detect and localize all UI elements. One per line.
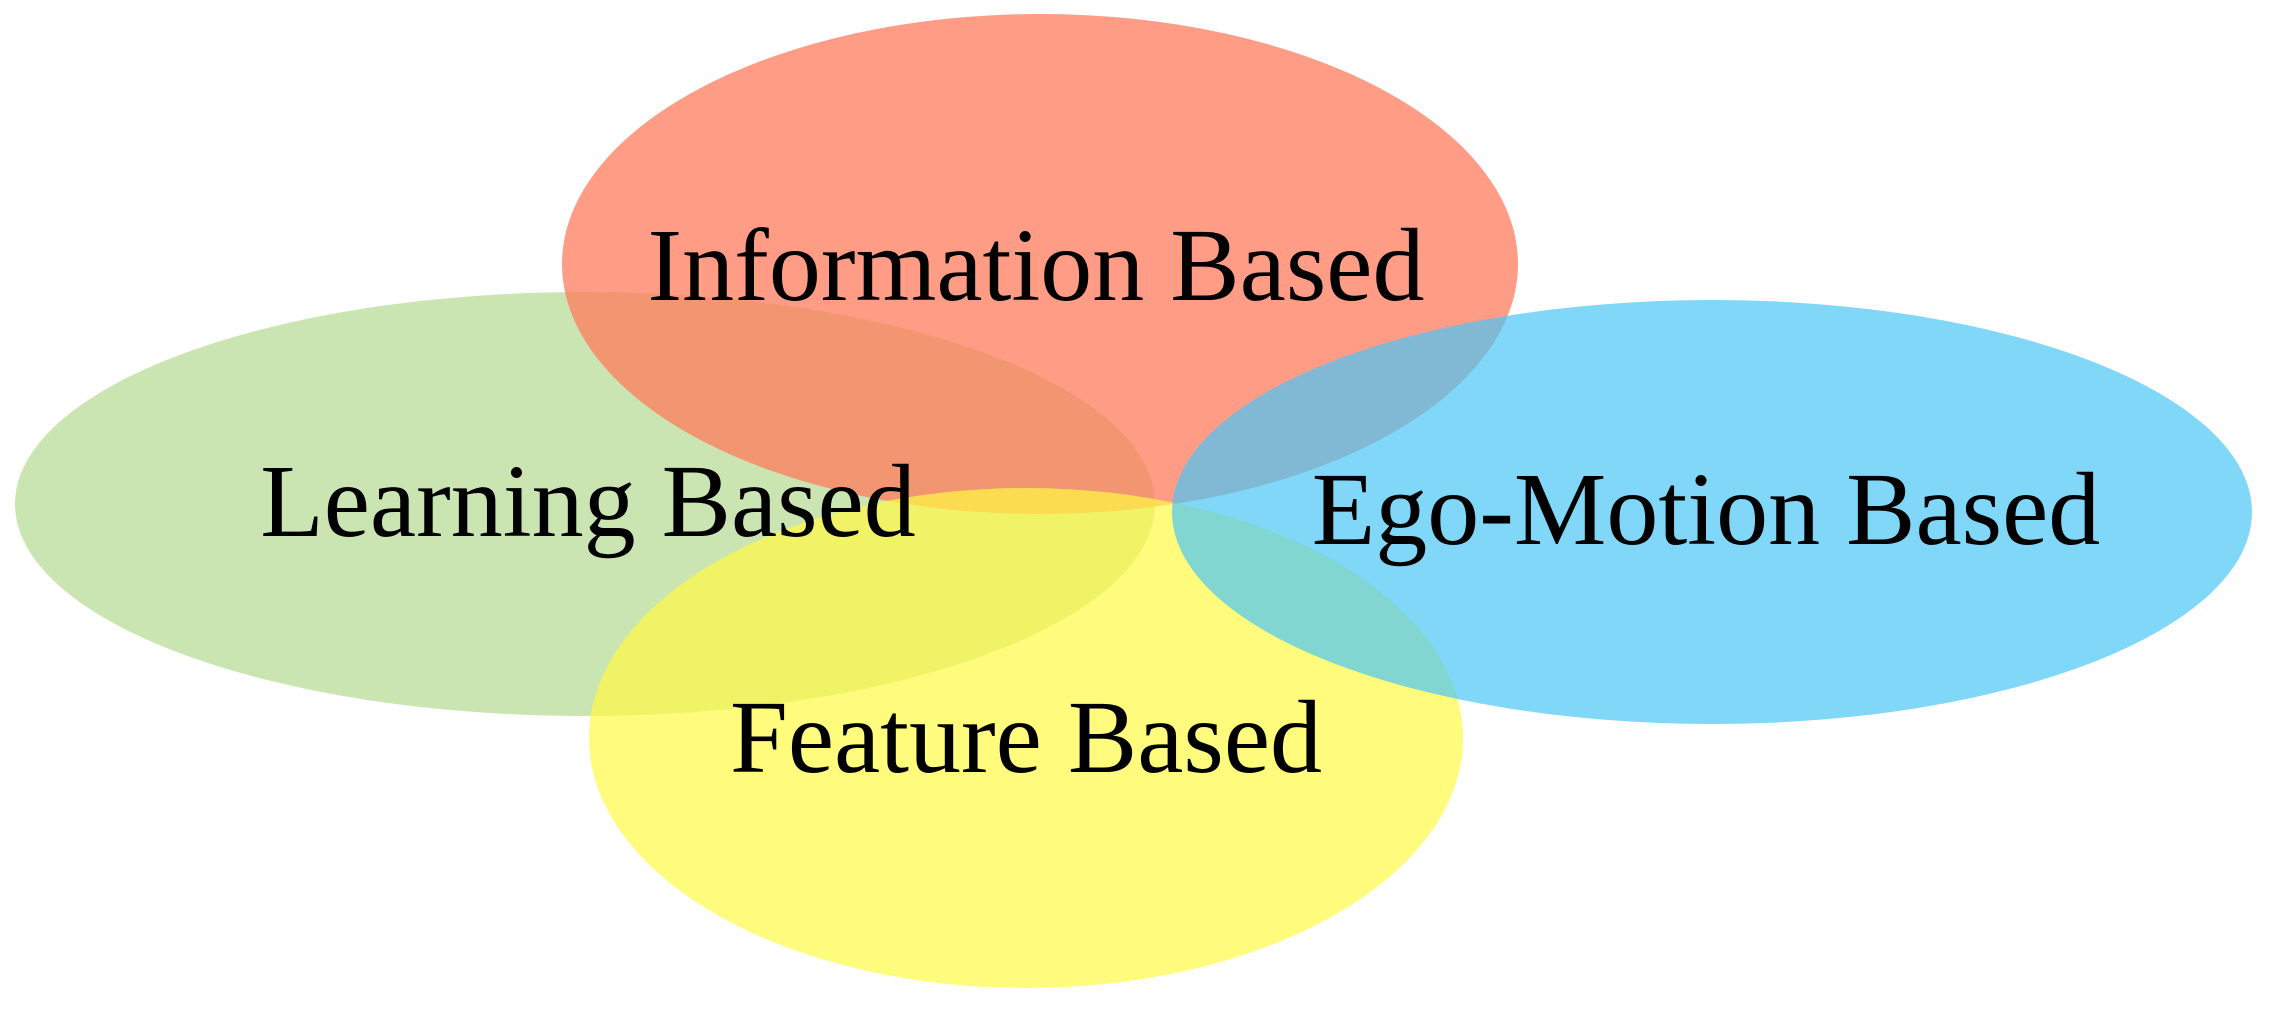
learning-label: Learning Based: [260, 444, 916, 559]
feature-label: Feature Based: [730, 680, 1322, 795]
ego-motion-ellipse: [1172, 300, 2252, 724]
information-label: Information Based: [648, 208, 1425, 323]
ego-motion-label: Ego-Motion Based: [1312, 452, 2101, 567]
